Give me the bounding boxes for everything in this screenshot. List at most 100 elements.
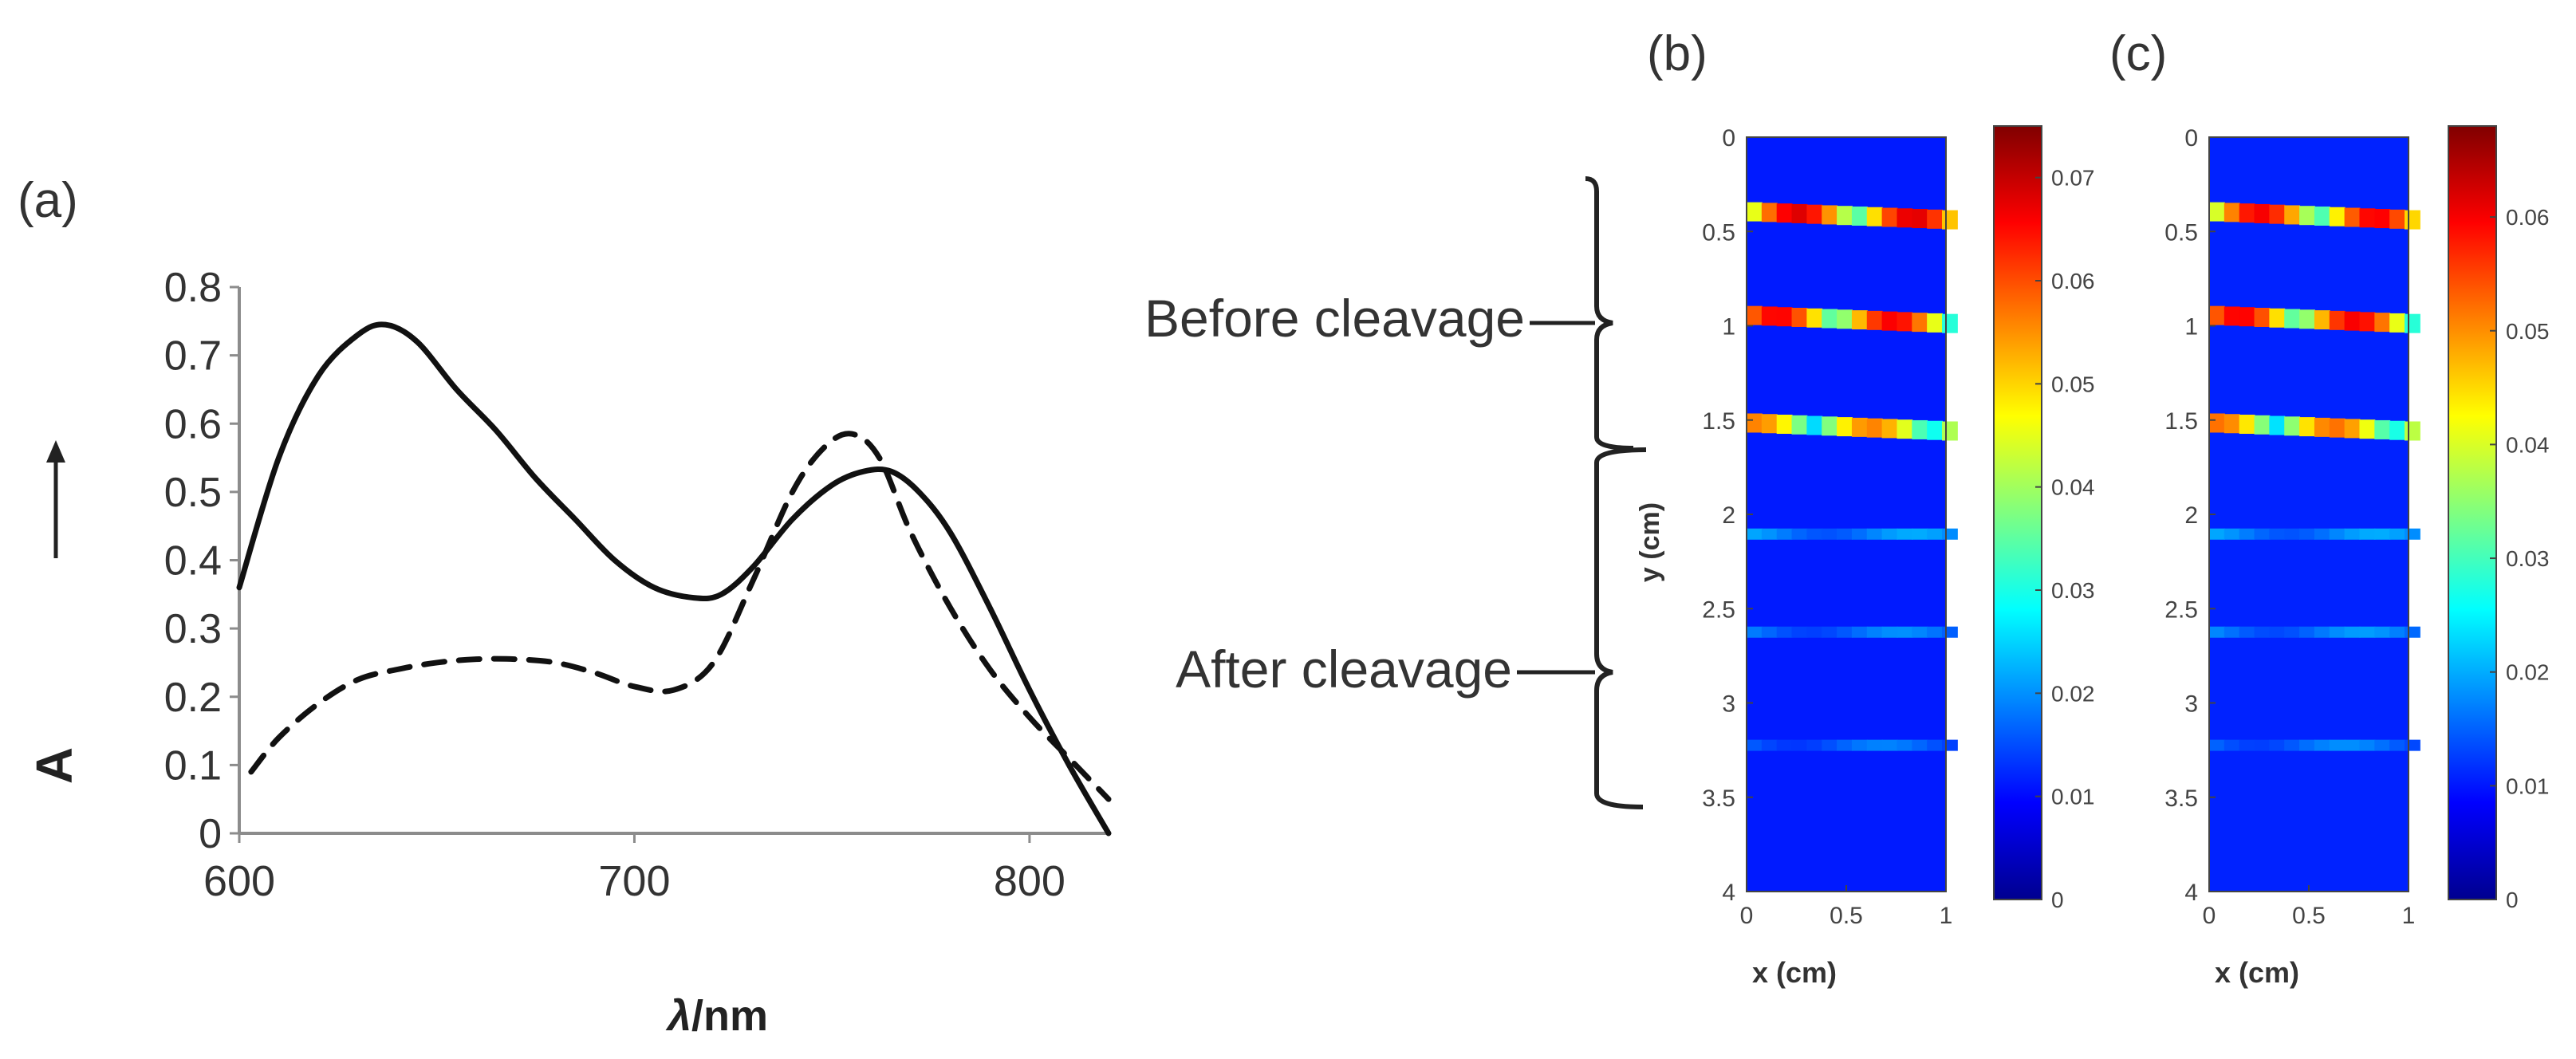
heatmap-band (2359, 312, 2376, 332)
heatmap-band (1881, 311, 1898, 331)
heatmap-band (1761, 306, 1778, 326)
heatmap-band (2374, 419, 2391, 439)
heatmap-band (2269, 528, 2286, 540)
x-tick-label: 600 (203, 857, 275, 905)
y-tick-label: 0.5 (164, 470, 222, 516)
heatmap-band (1881, 626, 1898, 638)
heatmap-x-tick-label: 1 (2402, 903, 2416, 929)
heatmap-band (1837, 417, 1853, 437)
colorbar-tick-label: 0.02 (2506, 660, 2550, 685)
heatmap-b-y-label: y (cm) (1635, 502, 1665, 582)
heatmap-band (2299, 528, 2315, 540)
heatmap-band (1747, 202, 1763, 222)
y-tick-label: 0.6 (164, 401, 222, 447)
colorbar-tick-label: 0.06 (2506, 205, 2550, 230)
heatmap-band (2284, 309, 2301, 329)
heatmap-band (2254, 415, 2271, 435)
heatmap-band (2344, 626, 2361, 638)
heatmap-band (2269, 739, 2286, 751)
heatmap-band (2239, 203, 2255, 223)
heatmap-band (1761, 203, 1778, 222)
heatmap-band (1927, 313, 1944, 333)
series-line-2 (248, 431, 1112, 802)
heatmap-band (2254, 203, 2271, 223)
panel-b-label: (b) (1647, 26, 1707, 81)
y-tick-label: 0.2 (164, 675, 222, 721)
heatmap-band (1942, 739, 1958, 751)
heatmap-band (2389, 209, 2406, 229)
heatmap-band (2405, 210, 2420, 230)
heatmap-band (2269, 308, 2286, 328)
heatmap-band (1881, 739, 1898, 751)
heatmap-band (2314, 626, 2330, 638)
heatmap-band (1761, 414, 1778, 434)
colorbar-tick-label: 0.04 (2051, 475, 2095, 500)
heatmap-band (1806, 626, 1823, 638)
heatmap-band (1866, 626, 1883, 638)
heatmap-band (2389, 528, 2406, 540)
heatmap-band (2209, 739, 2225, 751)
heatmap-band (2254, 528, 2271, 540)
heatmap-band (1866, 739, 1883, 751)
heatmap-band (1791, 739, 1808, 751)
heatmap-band (1806, 415, 1823, 435)
heatmap-band (2209, 202, 2225, 222)
heatmap-band (1881, 528, 1898, 540)
heatmap-band (2359, 208, 2376, 228)
heatmap-band (1791, 307, 1808, 327)
heatmap-band (2209, 626, 2225, 638)
heatmap-band (1912, 313, 1928, 333)
heatmap-band (2254, 626, 2271, 638)
heatmap-band (1851, 739, 1868, 751)
heatmap-band (1761, 626, 1778, 638)
y-axis-label: A (26, 747, 83, 784)
heatmap-band (1822, 626, 1838, 638)
colorbar-tick-label: 0.04 (2506, 432, 2550, 457)
heatmap-band (1866, 528, 1883, 540)
heatmap-band (1776, 415, 1793, 435)
colorbar-tick-label: 0 (2506, 888, 2519, 912)
heatmap-band (2344, 528, 2361, 540)
heatmap-y-tick-label: 1.5 (1702, 408, 1735, 435)
heatmap-band (2344, 739, 2361, 751)
heatmap-y-tick-label: 1 (2184, 314, 2198, 341)
heatmap-band (1747, 528, 1763, 540)
heatmap-band (1897, 528, 1913, 540)
heatmap-band (2359, 626, 2376, 638)
heatmap-band (2329, 528, 2346, 540)
colorbar-tick-label: 0.02 (2051, 681, 2095, 706)
heatmap-band (1761, 739, 1778, 751)
heatmap-band (1851, 626, 1868, 638)
heatmap-band (1822, 416, 1838, 436)
heatmap-band (2254, 307, 2271, 327)
colorbar-tick-label: 0.01 (2506, 774, 2550, 798)
heatmap-band (2299, 206, 2315, 226)
heatmap-band (1851, 528, 1868, 540)
heatmap-band (2359, 419, 2376, 439)
panel-a-label: (a) (18, 173, 78, 228)
heatmap-y-tick-label: 2.5 (2164, 596, 2198, 623)
heatmap-band (1912, 528, 1928, 540)
heatmap-band (2299, 417, 2315, 437)
heatmap-band (2314, 417, 2330, 437)
heatmap-band (2223, 414, 2240, 434)
heatmap-b-x-label: x (cm) (1752, 956, 1837, 989)
heatmap-band (1776, 528, 1793, 540)
heatmap-band (1927, 420, 1944, 440)
before-cleavage-label: Before cleavage (1144, 289, 1525, 348)
heatmap-band (2223, 306, 2240, 326)
heatmap-band (1942, 421, 1958, 441)
heatmap-band (2344, 207, 2361, 227)
heatmap-band (1776, 307, 1793, 327)
heatmap-band (2329, 310, 2346, 330)
heatmap-band (2239, 528, 2255, 540)
heatmap-band (1791, 528, 1808, 540)
heatmap-band (2389, 626, 2406, 638)
heatmap-c-x-label: x (cm) (2215, 956, 2299, 989)
heatmap-band (2223, 528, 2240, 540)
x-tick-label: 800 (994, 857, 1065, 905)
heatmap-band (1822, 309, 1838, 329)
heatmap-x-tick-label: 0 (1740, 903, 1754, 929)
